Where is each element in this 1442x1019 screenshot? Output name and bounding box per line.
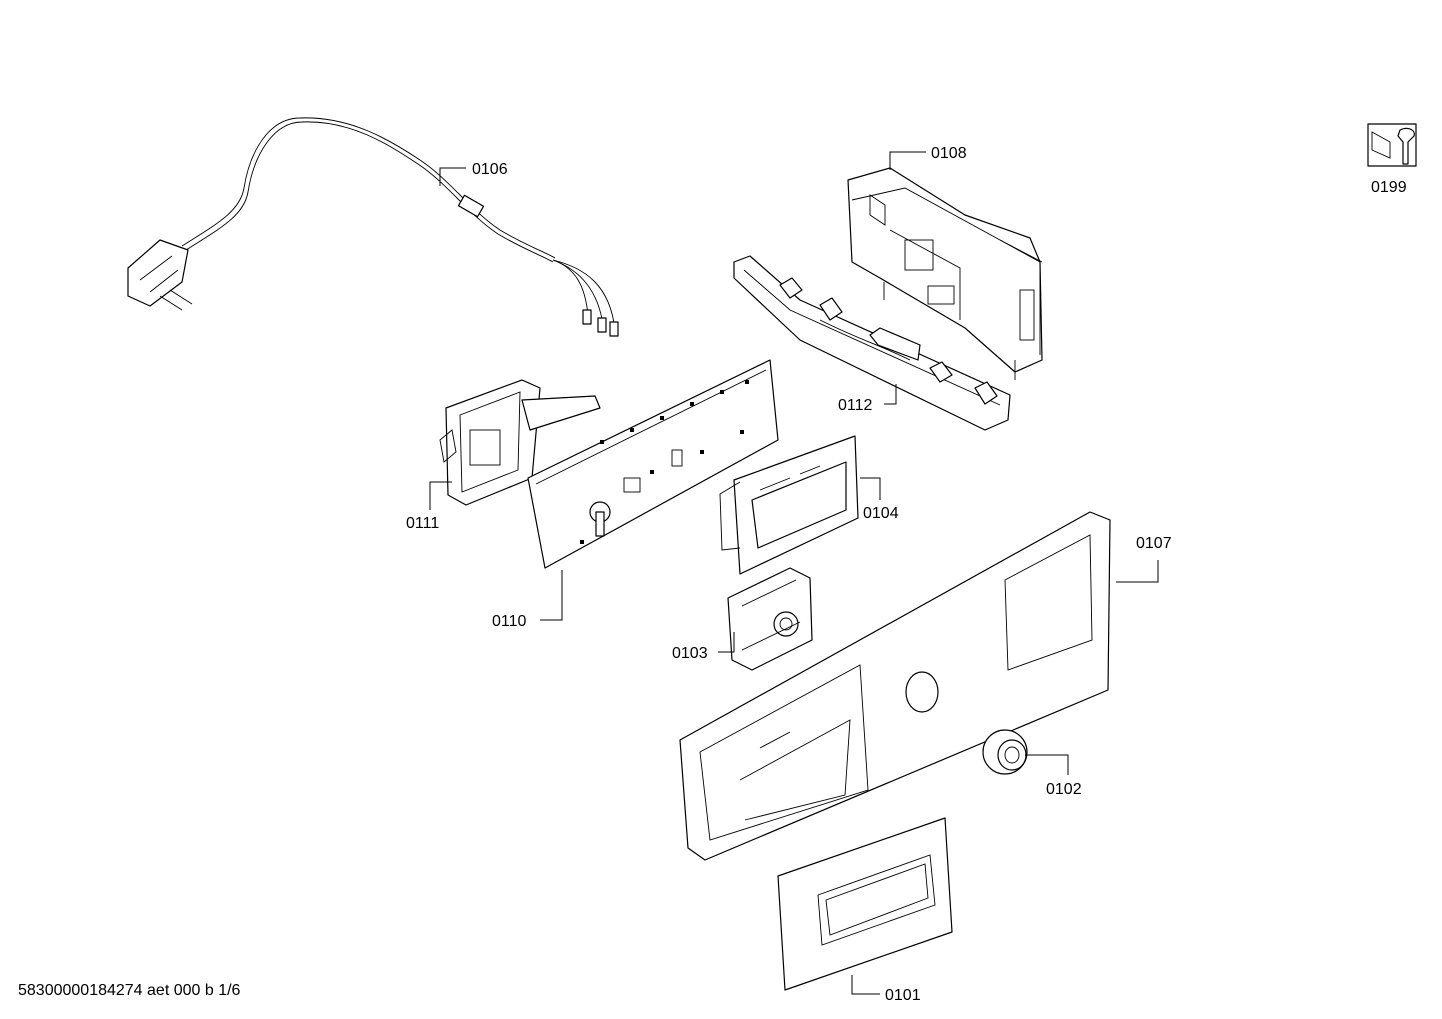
bracket-0112[interactable] <box>733 255 1011 431</box>
selector-housing-0103[interactable] <box>727 567 813 671</box>
part-label-0101: 0101 <box>885 987 921 1004</box>
part-label-0112: 0112 <box>838 397 873 414</box>
part-label-0110: 0110 <box>492 613 527 630</box>
drawing-number: 58300000184274 aet 000 b 1/6 <box>18 982 241 999</box>
circuit-board-0110[interactable] <box>527 359 779 569</box>
knob-0102[interactable] <box>982 729 1028 775</box>
part-label-0108: 0108 <box>931 145 967 162</box>
part-label-0103: 0103 <box>672 645 708 662</box>
part-label-0107: 0107 <box>1136 535 1172 552</box>
part-label-0111: 0111 <box>406 515 439 532</box>
holder-0111[interactable] <box>439 379 601 506</box>
display-frame-0104[interactable] <box>719 435 859 575</box>
power-cord-0106[interactable] <box>127 117 619 337</box>
part-label-0102: 0102 <box>1046 781 1082 798</box>
control-module-0108[interactable] <box>847 167 1043 380</box>
part-label-0199: 0199 <box>1371 179 1407 196</box>
wrench-nut-icon[interactable] <box>1367 123 1417 167</box>
control-panel-fascia-0107[interactable] <box>679 511 1111 861</box>
part-label-0106: 0106 <box>472 161 508 178</box>
part-label-0104: 0104 <box>863 505 899 522</box>
drawer-handle-0101[interactable] <box>777 817 953 991</box>
